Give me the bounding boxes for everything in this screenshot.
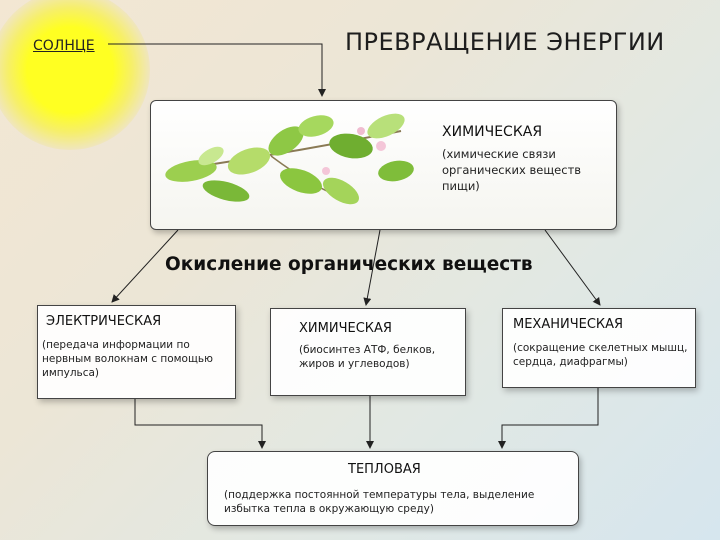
oxidation-label: Окисление органических веществ xyxy=(165,254,533,275)
arrow-to-mechanical xyxy=(544,229,601,306)
chemical-top-title: ХИМИЧЕСКАЯ xyxy=(442,124,543,140)
mechanical-energy-box: МЕХАНИЧЕСКАЯ (сокращение скелетных мышц,… xyxy=(502,308,696,388)
chemical-title: ХИМИЧЕСКАЯ xyxy=(299,321,392,336)
page-title: ПРЕВРАЩЕНИЕ ЭНЕРГИИ xyxy=(345,28,665,56)
arrow-mech-to-thermal xyxy=(498,388,599,449)
chemical-energy-box: ХИМИЧЕСКАЯ (биосинтез АТФ, белков, жиров… xyxy=(270,308,466,396)
thermal-description: (поддержка постоянной температуры тела, … xyxy=(224,489,535,515)
sun-graphic xyxy=(0,0,150,150)
arrow-to-chemical xyxy=(363,229,381,306)
arrow-elec-to-thermal xyxy=(134,399,266,449)
mechanical-description: (сокращение скелетных мышц, сердца, диаф… xyxy=(513,342,688,368)
chemical-top-description: (химические связи органических веществ п… xyxy=(442,147,582,193)
electrical-description: (передача информации по нервным волокнам… xyxy=(42,339,213,379)
leaves-image xyxy=(165,113,414,205)
thermal-energy-box: ТЕПЛОВАЯ (поддержка постоянной температу… xyxy=(207,451,579,526)
sun-label: СОЛНЦЕ xyxy=(33,38,95,54)
electrical-title: ЭЛЕКТРИЧЕСКАЯ xyxy=(46,314,162,329)
arrow-to-electrical xyxy=(111,229,179,303)
sun-arrow xyxy=(108,43,326,97)
chemical-description: (биосинтез АТФ, белков, жиров и углеводо… xyxy=(299,344,436,370)
mechanical-title: МЕХАНИЧЕСКАЯ xyxy=(513,317,624,332)
electrical-energy-box: ЭЛЕКТРИЧЕСКАЯ (передача информации по не… xyxy=(37,305,236,399)
thermal-title: ТЕПЛОВАЯ xyxy=(348,462,421,477)
chemical-energy-source-box: ХИМИЧЕСКАЯ (химические связи органически… xyxy=(150,100,617,230)
